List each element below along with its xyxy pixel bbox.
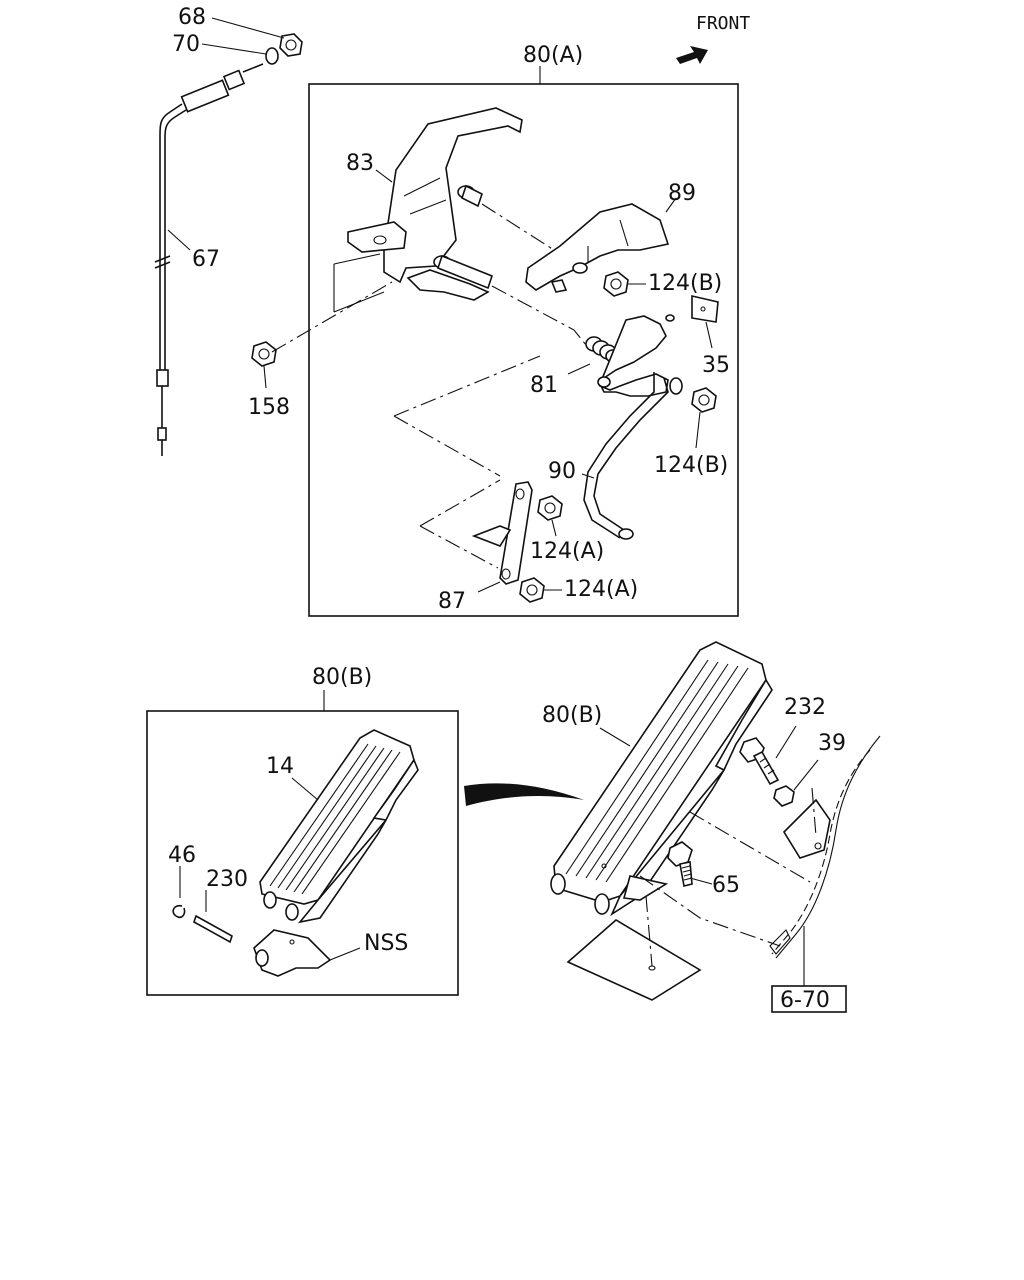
callout-80a: 80(A) — [523, 43, 583, 68]
floor-plate — [566, 919, 702, 1001]
hinge-base-nss — [253, 929, 332, 977]
callout-67: 67 — [192, 247, 220, 272]
callout-124a-upper: 124(A) — [530, 539, 604, 564]
callout-89: 89 — [668, 181, 696, 206]
front-label: FRONT — [696, 13, 750, 34]
callout-46: 46 — [168, 843, 196, 868]
installed-pedal-80b — [550, 641, 773, 917]
callout-80b-main: 80(B) — [542, 703, 602, 728]
callout-6-70: 6-70 — [780, 988, 830, 1013]
nut-124b-lower-icon — [691, 387, 717, 413]
nut-39-icon — [773, 785, 795, 807]
throttle-cable — [154, 63, 264, 456]
callout-14: 14 — [266, 754, 294, 779]
callout-90: 90 — [548, 459, 576, 484]
callout-nss: NSS — [364, 931, 408, 956]
pedal-pad-14 — [259, 729, 419, 924]
callout-124b-upper: 124(B) — [648, 271, 722, 296]
callout-230: 230 — [206, 867, 248, 892]
detail-arrow-icon — [464, 783, 584, 806]
e-clip-46-icon — [172, 904, 186, 919]
nut-68-icon — [279, 33, 303, 57]
pedal-arm-90 — [583, 314, 683, 540]
callout-83: 83 — [346, 151, 374, 176]
link-87 — [471, 481, 533, 585]
callout-39: 39 — [818, 731, 846, 756]
bolt-232-icon — [739, 737, 780, 786]
washer-70-icon — [265, 47, 279, 65]
nut-124b-upper-icon — [603, 271, 629, 297]
callout-35: 35 — [702, 353, 730, 378]
bracket-89 — [525, 203, 670, 293]
reference-box-6-70 — [771, 985, 847, 1013]
callout-65: 65 — [712, 873, 740, 898]
callout-68: 68 — [178, 5, 206, 30]
callout-124b-lower: 124(B) — [654, 453, 728, 478]
floor-panel — [769, 735, 881, 959]
front-arrow-icon — [676, 46, 708, 64]
bolt-65-icon — [667, 841, 693, 887]
callout-87: 87 — [438, 589, 466, 614]
pedal-bracket-83 — [347, 107, 523, 301]
assembly-80a-box — [308, 83, 739, 617]
callout-232: 232 — [784, 695, 826, 720]
pivot-pin-230 — [193, 914, 233, 944]
callout-81: 81 — [530, 373, 558, 398]
callout-158: 158 — [248, 395, 290, 420]
callout-80b-box: 80(B) — [312, 665, 372, 690]
callout-124a-lower: 124(A) — [564, 577, 638, 602]
plate-35 — [691, 294, 719, 323]
nut-158-icon — [251, 341, 277, 367]
callout-70: 70 — [172, 32, 200, 57]
nut-124a-upper-icon — [537, 495, 563, 521]
nut-124a-lower-icon — [519, 577, 545, 603]
assembly-80b-box — [146, 710, 459, 996]
